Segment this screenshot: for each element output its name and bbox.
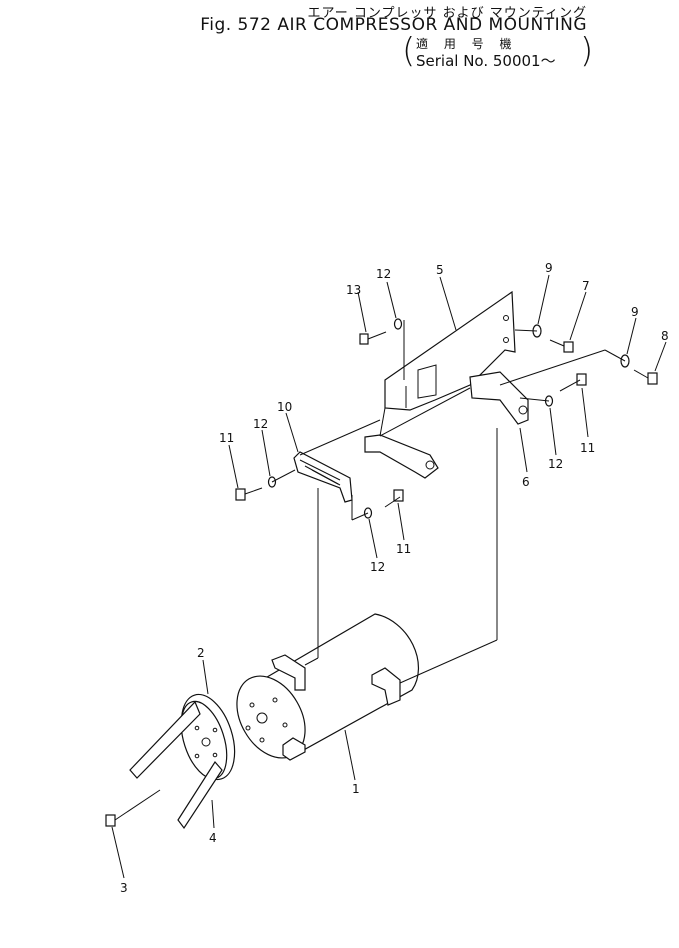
callout-1: 1 [352, 782, 360, 796]
callout-12: 12 [548, 457, 563, 471]
v-belt [129, 700, 223, 830]
callout-2: 2 [197, 646, 205, 660]
figure-title: Fig. 572 AIR COMPRESSOR AND MOUNTING [200, 15, 587, 35]
callout-12: 12 [370, 560, 385, 574]
serial-number: Serial No. 50001～ [416, 52, 556, 70]
bolt-11-c [384, 489, 404, 508]
bolt-3 [105, 789, 161, 827]
bolt-11-a [559, 373, 587, 392]
mount-bracket [293, 451, 353, 503]
callout-11: 11 [396, 542, 411, 556]
callout-4: 4 [209, 831, 217, 845]
washer-12-a [393, 318, 403, 330]
callout-numbers: 13 12 5 9 7 9 8 10 12 11 11 12 6 11 12 2… [120, 261, 669, 895]
callout-9: 9 [545, 261, 553, 275]
assembly-lines [271, 320, 626, 684]
callout-13: 13 [346, 283, 361, 297]
bolt-11-b [235, 487, 263, 501]
applicability-label: 適 用 号 機 [416, 37, 518, 51]
callout-10: 10 [277, 400, 292, 414]
callout-6: 6 [522, 475, 530, 489]
bracket-plate [364, 290, 529, 479]
bolt-7 [549, 339, 574, 353]
callout-3: 3 [120, 881, 128, 895]
callout-9: 9 [631, 305, 639, 319]
callout-leaders [111, 274, 667, 879]
japanese-title: エアー コンプレッサ および マウンティング [307, 6, 587, 21]
bolt-13 [359, 331, 387, 345]
callout-12: 12 [376, 267, 391, 281]
compressor-body [236, 613, 420, 761]
callout-12: 12 [253, 417, 268, 431]
callout-8: 8 [661, 329, 669, 343]
bolt-8 [633, 369, 658, 385]
callout-11: 11 [219, 431, 234, 445]
callout-11: 11 [580, 441, 595, 455]
callout-7: 7 [582, 279, 590, 293]
callout-5: 5 [436, 263, 444, 277]
pulley [180, 693, 236, 781]
serial-applicability: ( 適 用 号 機 Serial No. 50001～ ) [402, 31, 594, 71]
